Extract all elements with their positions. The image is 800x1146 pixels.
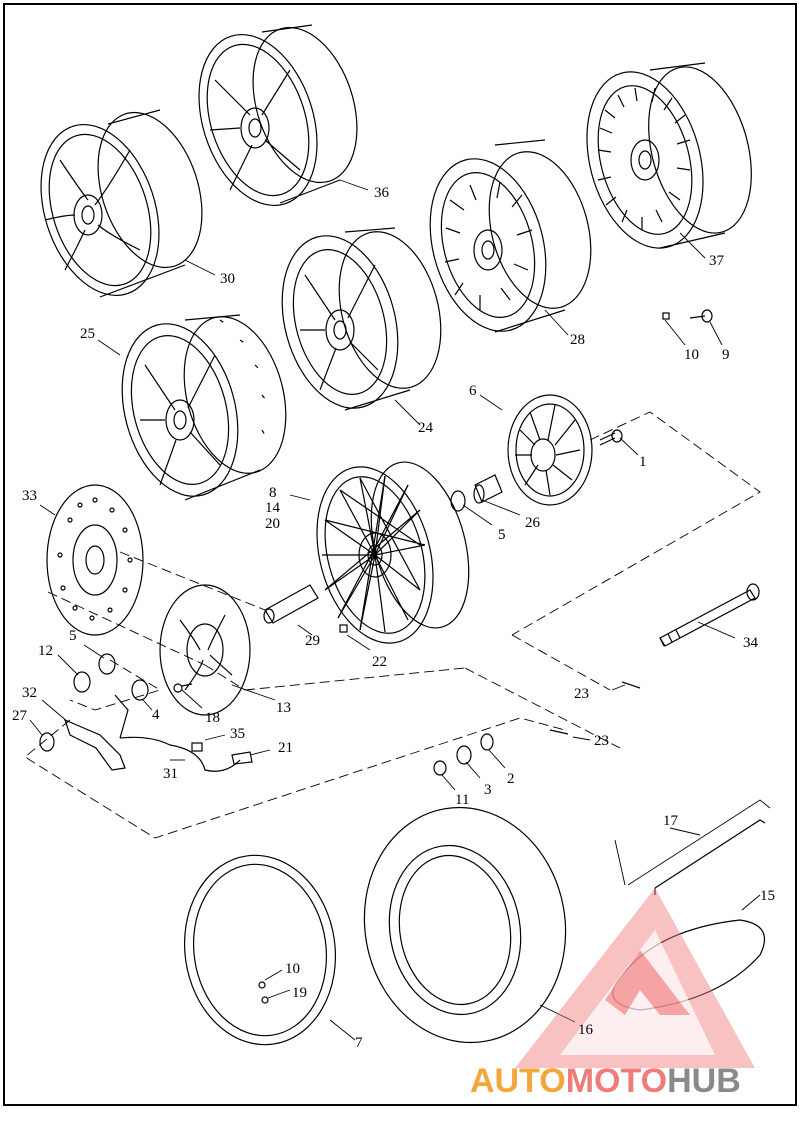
label-36: 36 <box>374 185 390 201</box>
watermark-auto: AUTO <box>470 1062 566 1100</box>
diagram-frame <box>3 3 797 1106</box>
label-28: 28 <box>570 332 585 348</box>
label-10-tube: 10 <box>285 961 300 977</box>
wheel-30 <box>40 109 203 298</box>
label-31: 31 <box>163 766 178 782</box>
label-8: 8 <box>269 485 277 501</box>
label-12: 12 <box>38 643 53 659</box>
label-37: 37 <box>709 253 725 269</box>
valve-stem-9 <box>689 309 713 323</box>
seal-2 <box>480 733 494 751</box>
wheel-24 <box>281 227 442 411</box>
label-9: 9 <box>722 347 730 363</box>
label-2: 2 <box>507 771 515 787</box>
tire-16 <box>363 806 567 1044</box>
clip-35 <box>191 742 203 752</box>
label-20: 20 <box>265 516 280 532</box>
label-24: 24 <box>418 420 434 436</box>
label-13: 13 <box>276 700 291 716</box>
label-30: 30 <box>220 271 235 287</box>
label-3: 3 <box>484 782 492 798</box>
screw-23-lower <box>621 681 641 689</box>
bearing-4 <box>131 679 149 701</box>
label-34: 34 <box>743 635 759 651</box>
label-17: 17 <box>663 813 679 829</box>
watermark-text: AUTOMOTOHUB <box>470 1062 790 1102</box>
label-14: 14 <box>265 500 281 516</box>
ring-11 <box>433 760 447 776</box>
spoke-wheel <box>316 461 470 644</box>
spacer-12 <box>73 671 91 693</box>
bearing-5-left <box>98 653 116 675</box>
watermark-logo <box>515 888 755 1068</box>
label-5-left: 5 <box>69 628 77 644</box>
label-33: 33 <box>22 488 37 504</box>
label-32: 32 <box>22 685 37 701</box>
wheel-37 <box>586 62 752 249</box>
watermark-hub: HUB <box>667 1062 741 1100</box>
inner-tube-7 <box>183 854 337 1046</box>
spacer-29 <box>263 584 319 624</box>
bolt-18 <box>173 683 193 693</box>
label-27: 27 <box>12 708 28 724</box>
sensor-cable-31 <box>119 736 241 772</box>
label-5-right: 5 <box>498 527 506 543</box>
label-6: 6 <box>469 383 477 399</box>
sensor-bracket-32 <box>64 694 129 771</box>
wheel-28 <box>429 139 592 333</box>
wheel-25 <box>121 314 287 501</box>
label-16: 16 <box>578 1022 594 1038</box>
tool-17 <box>654 819 766 895</box>
label-23-right: 23 <box>594 733 609 749</box>
label-21: 21 <box>278 740 293 756</box>
pulley-6 <box>507 394 593 506</box>
label-35: 35 <box>230 726 245 742</box>
valve-cap-10 <box>662 312 670 320</box>
wheel-36 <box>198 24 358 207</box>
spacer-3 <box>456 745 472 765</box>
label-15: 15 <box>760 888 775 904</box>
label-23-lower: 23 <box>574 686 589 702</box>
spacer-26 <box>473 474 503 504</box>
rotor-13 <box>159 584 251 716</box>
label-25: 25 <box>80 326 95 342</box>
spacer-27 <box>39 732 55 752</box>
rotor-33 <box>46 484 144 636</box>
watermark-moto: MOTO <box>565 1062 668 1100</box>
axle-34 <box>659 583 760 647</box>
label-26: 26 <box>525 515 541 531</box>
label-7: 7 <box>355 1035 363 1051</box>
sensor-21 <box>231 751 253 765</box>
label-1: 1 <box>639 454 647 470</box>
label-18: 18 <box>205 710 220 726</box>
bolt-1 <box>599 429 623 446</box>
screw-23-right <box>549 729 569 735</box>
part-22 <box>339 624 348 633</box>
label-11: 11 <box>455 792 469 808</box>
label-22: 22 <box>372 654 387 670</box>
label-19: 19 <box>292 985 307 1001</box>
bearing-5-right <box>450 490 466 512</box>
label-10-valve: 10 <box>684 347 699 363</box>
label-4: 4 <box>152 707 160 723</box>
label-29: 29 <box>305 633 320 649</box>
